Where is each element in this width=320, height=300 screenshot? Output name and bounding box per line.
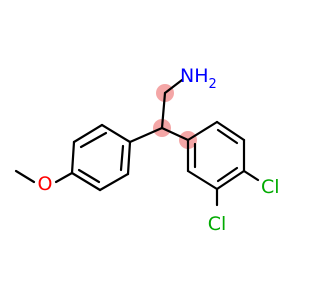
bond-ch-right-ring	[160, 126, 190, 142]
methoxyphenyl-ring	[70, 123, 132, 192]
bond-c-n	[163, 78, 184, 95]
bond-ring-o	[54, 171, 74, 184]
dichlorophenyl-ring	[186, 120, 246, 191]
bond-o-methyl	[14, 169, 36, 184]
bond-ch-left-ring	[128, 126, 164, 144]
amine-label-subscript: 2	[209, 77, 217, 92]
bond-ch2-ch	[160, 91, 167, 130]
amine-label: NH2	[180, 65, 217, 92]
bond-ring-cl-para	[242, 169, 260, 182]
chlorine-para-label: Cl	[261, 176, 280, 198]
amine-label-main: NH	[180, 65, 209, 87]
methoxy-oxygen-label: O	[38, 173, 53, 195]
chlorine-meta-label: Cl	[208, 213, 227, 235]
molecule-canvas: O NH2 Cl Cl	[14, 65, 280, 235]
